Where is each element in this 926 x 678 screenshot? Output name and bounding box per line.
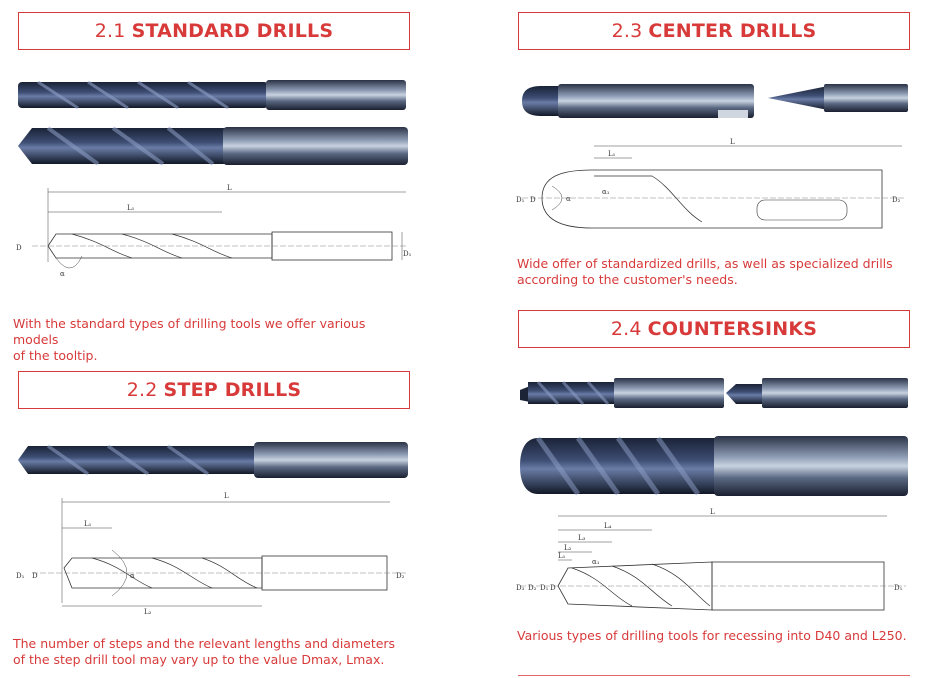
- dim-D2: D₂: [396, 572, 405, 580]
- section-header-countersinks: 2.4 COUNTERSINKS: [518, 310, 910, 348]
- dim-D: D: [16, 244, 22, 252]
- section-description: Wide offer of standardized drills, as we…: [517, 256, 893, 287]
- section-number: 2.1: [94, 20, 126, 42]
- dim-L2: L₂: [564, 544, 572, 552]
- dim-L4: L₄: [604, 522, 612, 530]
- section-number: 2.3: [611, 20, 643, 42]
- countersink-image-2: [726, 378, 908, 408]
- standard-drill-image-2: [18, 126, 408, 166]
- section-header-standard-drills: 2.1 STANDARD DRILLS: [18, 12, 410, 50]
- standard-drill-image-1: [18, 80, 406, 110]
- section-number: 2.4: [610, 318, 642, 340]
- section-description: With the standard types of drilling tool…: [13, 316, 366, 363]
- dim-alpha: α: [130, 572, 135, 580]
- dim-D3: D₃: [516, 584, 525, 592]
- section-header-center-drills: 2.3 CENTER DRILLS: [518, 12, 910, 50]
- section-title: STANDARD DRILLS: [131, 20, 334, 42]
- section-title: COUNTERSINKS: [647, 318, 818, 340]
- section-title: CENTER DRILLS: [648, 20, 817, 42]
- center-drill-image-2: [768, 84, 908, 112]
- dim-alpha1: α₁: [592, 558, 600, 566]
- countersink-image-1: [520, 378, 724, 408]
- dim-D: D: [530, 196, 536, 204]
- dim-L1: L₁: [558, 552, 566, 560]
- dim-L2: L₂: [144, 608, 152, 616]
- dim-alpha: α: [60, 270, 65, 278]
- dim-D: D: [550, 584, 556, 592]
- dim-L1: L₁: [84, 520, 92, 528]
- section-description: Various types of drilling tools for rece…: [517, 628, 907, 643]
- standard-drill-drawing: L L₁ D D₁ α: [16, 184, 412, 278]
- dim-L3: L₃: [578, 534, 586, 542]
- dim-L: L: [730, 138, 735, 146]
- section-description: The number of steps and the relevant len…: [13, 636, 396, 667]
- section-header-step-drills: 2.2 STEP DRILLS: [18, 371, 410, 409]
- section-title: STEP DRILLS: [163, 379, 302, 401]
- section-number: 2.2: [126, 379, 158, 401]
- dim-L1: L₁: [608, 150, 616, 158]
- dim-D1-shank: D₁: [894, 584, 903, 592]
- divider-line: [518, 675, 910, 676]
- center-drill-image-1: [522, 84, 754, 118]
- countersink-drawing: L L₄ L₃ L₂ L₁ α₁ D₃ D₂ D₁ D D₁: [516, 508, 906, 611]
- step-drill-image: [18, 442, 408, 478]
- dim-L: L: [227, 184, 232, 192]
- center-drill-drawing: L L₁ α α₁ D₁ D D₂: [516, 138, 904, 229]
- dim-D2: D₂: [528, 584, 537, 592]
- dim-L: L: [710, 508, 715, 516]
- step-drill-drawing: L L₁ α L₂ D₁ D D₂: [16, 492, 406, 616]
- dim-alpha1: α₁: [602, 188, 610, 196]
- dim-D1: D₁: [16, 572, 25, 580]
- dim-D2: D₂: [892, 196, 901, 204]
- dim-D1: D₁: [540, 584, 549, 592]
- dim-D: D: [32, 572, 38, 580]
- dim-alpha: α: [566, 195, 571, 203]
- dim-D1: D₁: [403, 250, 412, 258]
- dim-D1: D₁: [516, 196, 525, 204]
- countersink-image-3: [520, 436, 908, 496]
- dim-L1: L₁: [127, 204, 135, 212]
- dim-L: L: [224, 492, 229, 500]
